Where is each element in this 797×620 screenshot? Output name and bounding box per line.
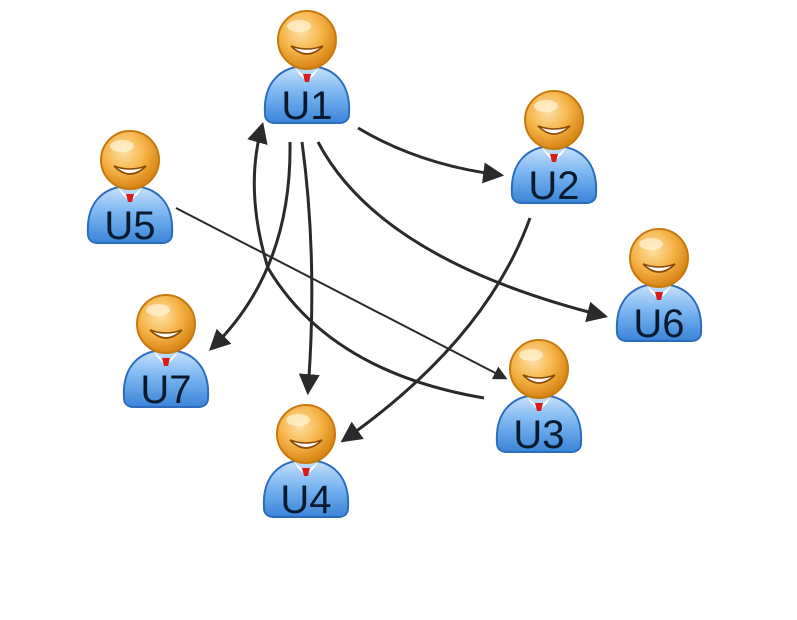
user-label: U7 xyxy=(140,368,192,412)
user-node-u5[interactable]: U5 xyxy=(82,128,178,248)
edge-u1-to-u2 xyxy=(357,126,505,184)
edge-u3-to-u1 xyxy=(247,121,485,400)
user-label: U5 xyxy=(104,204,156,248)
user-node-u4[interactable]: U4 xyxy=(258,402,354,522)
user-node-u6[interactable]: U6 xyxy=(611,226,707,346)
edge-u2-to-u4 xyxy=(340,217,532,443)
user-label: U2 xyxy=(528,164,580,208)
edge-u5-to-u3 xyxy=(175,207,508,380)
user-label: U4 xyxy=(280,478,332,522)
edge-u1-to-u4 xyxy=(298,141,320,396)
edge-u1-to-u7 xyxy=(208,141,292,351)
edge-u1-to-u6 xyxy=(316,141,609,323)
user-label: U3 xyxy=(513,413,565,457)
user-node-u7[interactable]: U7 xyxy=(118,292,214,412)
user-label: U1 xyxy=(281,84,333,128)
user-node-u2[interactable]: U2 xyxy=(506,88,602,208)
user-node-u1[interactable]: U1 xyxy=(259,8,355,128)
user-node-u3[interactable]: U3 xyxy=(491,337,587,457)
user-label: U6 xyxy=(633,302,685,346)
